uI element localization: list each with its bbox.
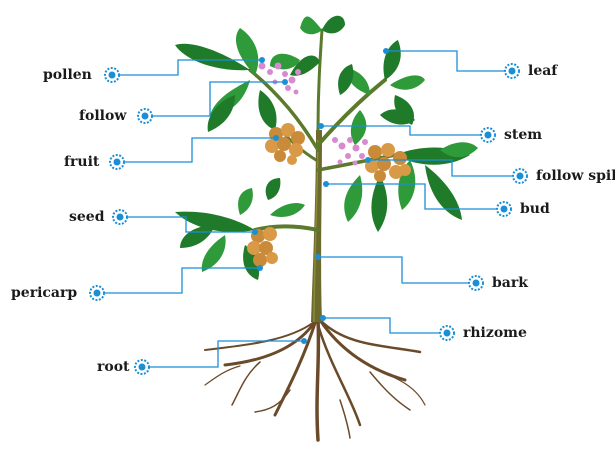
- fruit-attach-point: [273, 135, 279, 141]
- pericarp-marker-dot: [94, 290, 101, 297]
- bud-marker-dot: [501, 206, 508, 213]
- bark-attach-point: [315, 254, 321, 260]
- bud-attach-point: [323, 181, 329, 187]
- rhizome-attach-point: [320, 315, 326, 321]
- label-bud: bud: [520, 201, 550, 217]
- follow-spikes-marker-dot: [517, 173, 524, 180]
- pollen-marker-dot: [109, 72, 116, 79]
- label-root: root: [97, 359, 130, 375]
- leaf-marker-dot: [509, 68, 516, 75]
- seed-attach-point: [252, 229, 258, 235]
- pollen-attach-point: [259, 57, 265, 63]
- seed-marker-dot: [117, 214, 124, 221]
- label-follow: follow: [79, 108, 126, 124]
- fruit-marker-dot: [114, 159, 121, 166]
- label-follow-spikes: follow spikes: [536, 168, 615, 184]
- stem-attach-point: [318, 123, 324, 129]
- label-fruit: fruit: [64, 154, 99, 170]
- pericarp-attach-point: [257, 265, 263, 271]
- label-seed: seed: [69, 209, 105, 225]
- stem-marker-dot: [485, 132, 492, 139]
- follow-attach-point: [282, 79, 288, 85]
- root-marker-dot: [139, 364, 146, 371]
- bark-marker-dot: [473, 280, 480, 287]
- label-rhizome: rhizome: [463, 325, 527, 341]
- rhizome-marker-dot: [444, 330, 451, 337]
- label-pericarp: pericarp: [11, 285, 77, 301]
- leaves: [175, 16, 478, 280]
- label-bark: bark: [492, 275, 528, 291]
- label-pollen: pollen: [43, 67, 92, 83]
- root-attach-point: [301, 338, 307, 344]
- follow-spikes-attach-point: [365, 157, 371, 163]
- leader-lines: [97, 51, 520, 367]
- leaf-attach-point: [383, 48, 389, 54]
- label-stem: stem: [504, 127, 542, 143]
- follow-marker-dot: [142, 113, 149, 120]
- roots: [205, 320, 425, 440]
- label-leaf: leaf: [528, 63, 557, 79]
